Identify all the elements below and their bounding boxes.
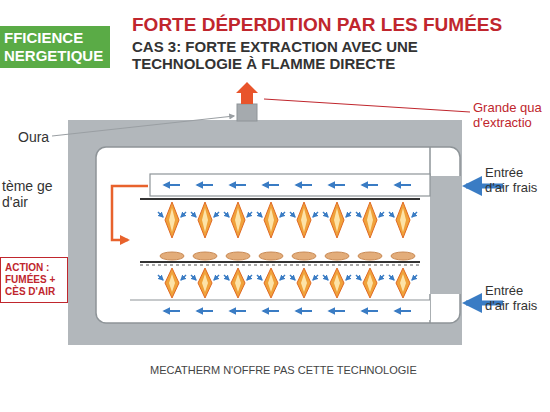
burner-bar bbox=[140, 198, 420, 200]
lower-duct bbox=[130, 300, 430, 320]
part-label: Oura bbox=[18, 129, 49, 145]
subtitle: CAS 3: FORTE EXTRACTION AVEC UNE TECHNOL… bbox=[132, 38, 532, 73]
recirculation-arrow bbox=[112, 186, 148, 240]
node-text: ACTION : FUMÉES + CÈS D'AIR bbox=[5, 262, 63, 298]
leader-line bbox=[52, 116, 234, 136]
chimney bbox=[237, 104, 257, 121]
inlet-label: Entrée d'air frais bbox=[485, 284, 547, 314]
callout-label: Grande qua d'extractio bbox=[473, 101, 547, 131]
title: FORTE DÉPERDITION PAR LES FUMÉES bbox=[132, 14, 502, 36]
node-text: FFICIENCE NERGETIQUE bbox=[4, 29, 106, 65]
oven-housing bbox=[68, 120, 462, 345]
note-box: ACTION : FUMÉES + CÈS D'AIR bbox=[0, 257, 68, 303]
burners bbox=[158, 185, 417, 311]
oven-wall bbox=[430, 176, 462, 294]
upper-duct bbox=[150, 174, 430, 196]
inlet-label: Entrée d'air frais bbox=[485, 166, 547, 196]
exhaust-arrow bbox=[236, 82, 258, 104]
part-label: tème ge d'air bbox=[2, 178, 62, 210]
leader-line bbox=[264, 99, 470, 112]
conveyor-belt bbox=[140, 261, 420, 263]
category-badge: FFICIENCE NERGETIQUE bbox=[0, 26, 110, 68]
caption: MECATHERM N'OFFRE PAS CETTE TECHNOLOGIE bbox=[150, 364, 417, 377]
oven-chamber bbox=[96, 147, 460, 323]
